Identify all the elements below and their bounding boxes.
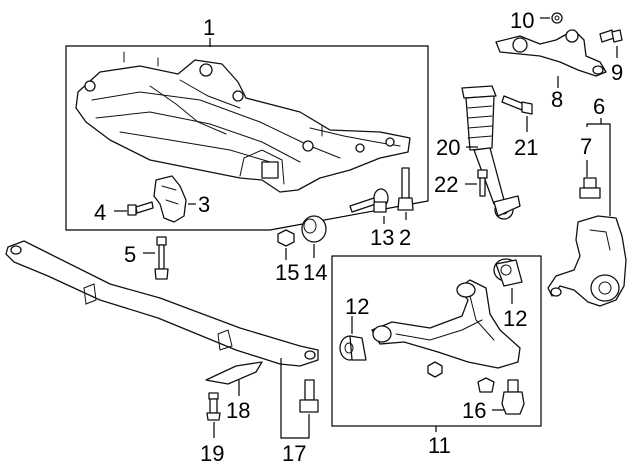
steering-knuckle-part-6[interactable] <box>547 215 627 307</box>
bolt-part-5[interactable] <box>154 236 169 280</box>
callout-13[interactable]: 13 <box>370 225 394 250</box>
callout-10[interactable]: 10 <box>510 8 534 33</box>
callout-12b[interactable]: 12 <box>503 306 527 331</box>
nut-part-15[interactable] <box>277 229 295 247</box>
callout-4[interactable]: 4 <box>94 200 106 225</box>
ball-joint-part-16[interactable] <box>501 379 525 415</box>
callout-19[interactable]: 19 <box>200 441 224 466</box>
bolt-part-9[interactable] <box>599 29 623 43</box>
washer-part-10[interactable] <box>551 12 563 24</box>
callout-16[interactable]: 16 <box>462 398 486 423</box>
leader-lines <box>114 17 618 439</box>
lower-control-arm-part-11[interactable] <box>371 279 521 369</box>
bracket-part-18[interactable] <box>205 361 263 385</box>
callout-1[interactable]: 1 <box>203 15 215 40</box>
callout-6[interactable]: 6 <box>593 94 605 119</box>
callout-21[interactable]: 21 <box>514 135 538 160</box>
callout-12a[interactable]: 12 <box>345 294 369 319</box>
stabilizer-bar-part-17[interactable] <box>5 240 319 367</box>
callout-2[interactable]: 2 <box>399 225 411 250</box>
bolt-part-13[interactable] <box>349 188 389 213</box>
callout-14[interactable]: 14 <box>303 260 327 285</box>
shock-absorber-part-20[interactable] <box>461 85 521 220</box>
bolt-part-2[interactable] <box>397 167 414 211</box>
bushing-part-12-rear[interactable] <box>493 258 523 287</box>
bolt-part-21[interactable] <box>501 95 533 115</box>
upper-control-arm-part-8[interactable] <box>495 29 607 77</box>
nut-lower-arm-a[interactable] <box>427 361 443 378</box>
callout-15[interactable]: 15 <box>275 260 299 285</box>
subframe-group-box <box>65 45 429 231</box>
bolt-part-19[interactable] <box>206 392 221 421</box>
callout-22[interactable]: 22 <box>434 172 458 197</box>
callout-17[interactable]: 17 <box>282 441 306 466</box>
callout-3[interactable]: 3 <box>198 192 210 217</box>
callout-5[interactable]: 5 <box>124 242 136 267</box>
nut-lower-arm-b[interactable] <box>477 377 495 393</box>
callout-8[interactable]: 8 <box>551 87 563 112</box>
bracket-part-3[interactable] <box>153 175 187 223</box>
callout-7[interactable]: 7 <box>580 134 592 159</box>
subframe-crossmember[interactable] <box>75 51 411 193</box>
bolt-part-4[interactable] <box>127 201 154 216</box>
bolt-part-22[interactable] <box>477 169 488 197</box>
ball-joint-part-7[interactable] <box>579 177 601 199</box>
callout-18[interactable]: 18 <box>226 398 250 423</box>
callout-20[interactable]: 20 <box>436 135 460 160</box>
callout-labels: 1 2 3 4 5 6 7 8 9 10 11 12 12 13 14 15 1… <box>94 8 623 466</box>
bushing-part-14[interactable] <box>301 215 327 243</box>
callout-11[interactable]: 11 <box>428 433 451 458</box>
bushing-part-12-front[interactable] <box>339 335 367 361</box>
bolt-part-17-mount[interactable] <box>299 379 319 413</box>
callout-9[interactable]: 9 <box>611 60 623 85</box>
